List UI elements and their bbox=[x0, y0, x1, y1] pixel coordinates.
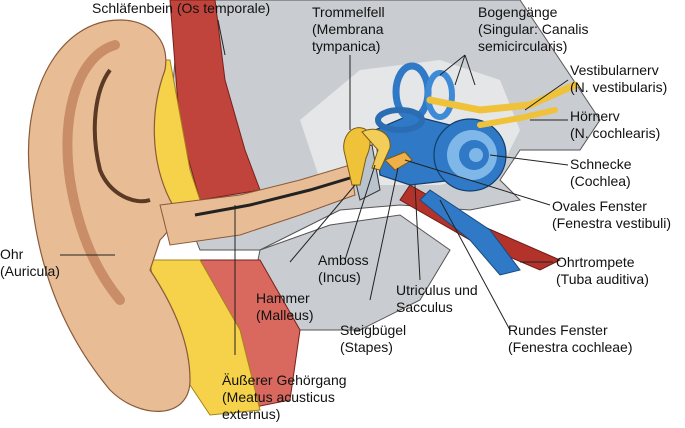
semicircular-canal-2 bbox=[425, 70, 455, 120]
label-line: (Fenestra cochleae) bbox=[508, 339, 633, 355]
label-line: Schläfenbein (Os temporale) bbox=[92, 0, 271, 16]
label-utriculus: Utriculus und Sacculus bbox=[396, 282, 478, 316]
label-trommelfell: Trommelfell (Membrana tympanica) bbox=[312, 4, 385, 55]
label-line: Schnecke bbox=[570, 156, 632, 172]
label-line: tympanica) bbox=[312, 38, 381, 54]
label-line: (Malleus) bbox=[256, 307, 314, 323]
label-ohrtrompete: Ohrtrompete (Tuba auditiva) bbox=[556, 254, 649, 288]
malleus bbox=[343, 127, 371, 186]
label-bogengaenge: Bogengänge (Singular: Canalis semicircul… bbox=[478, 4, 589, 55]
label-line: (Cochlea) bbox=[570, 173, 631, 189]
label-line: Ohr bbox=[0, 246, 24, 262]
stapes bbox=[384, 151, 413, 171]
leader-lines bbox=[60, 19, 569, 355]
label-ohr: Ohr (Auricula) bbox=[0, 246, 60, 280]
label-line: Hammer bbox=[256, 290, 310, 306]
label-gehoergang: Äußerer Gehörgang (Meatus acusticus exte… bbox=[222, 372, 347, 423]
label-line: Hörnerv bbox=[570, 108, 620, 124]
label-line: Ohrtrompete bbox=[556, 254, 635, 270]
auricle-concha bbox=[92, 68, 151, 204]
label-line: (Stapes) bbox=[340, 339, 393, 355]
ear-canal-shadow bbox=[194, 176, 351, 217]
label-line: Äußerer Gehörgang bbox=[222, 372, 347, 388]
label-line: (Incus) bbox=[318, 269, 361, 285]
semicircular-canal-3 bbox=[375, 107, 425, 133]
label-amboss: Amboss (Incus) bbox=[318, 252, 369, 286]
label-hoernerv: Hörnerv (N. cochlearis) bbox=[570, 108, 660, 142]
auricle-fold bbox=[62, 40, 125, 305]
label-line: (Fenestra vestibuli) bbox=[552, 215, 672, 231]
label-line: (N. cochlearis) bbox=[570, 125, 661, 141]
label-schlaefenbein: Schläfenbein (Os temporale) bbox=[92, 0, 270, 17]
label-vestibularnerv: Vestibularnerv (N. vestibularis) bbox=[570, 62, 667, 96]
label-line: (Membrana bbox=[312, 21, 384, 37]
cochlea-turn-3 bbox=[469, 148, 483, 162]
label-line: (Meatus acusticus bbox=[222, 389, 335, 405]
label-line: Trommelfell bbox=[312, 4, 385, 20]
label-rundes-fenster: Rundes Fenster (Fenestra cochleae) bbox=[508, 322, 633, 356]
label-line: Bogengänge bbox=[478, 4, 558, 20]
vestibular-nerve bbox=[426, 81, 579, 114]
label-line: (Auricula) bbox=[0, 263, 60, 279]
label-steigbuegel: Steigbügel (Stapes) bbox=[340, 322, 406, 356]
label-line: externus) bbox=[222, 406, 281, 422]
label-line: (N. vestibularis) bbox=[570, 79, 668, 95]
label-line: Sacculus bbox=[396, 299, 453, 315]
label-line: Ovales Fenster bbox=[552, 198, 647, 214]
label-line: (Singular: Canalis bbox=[478, 21, 589, 37]
label-line: Rundes Fenster bbox=[508, 322, 608, 338]
incus bbox=[361, 128, 391, 171]
ear-canal bbox=[159, 164, 356, 246]
blood-vessel-blue bbox=[419, 189, 521, 276]
label-line: Vestibularnerv bbox=[570, 62, 659, 78]
label-line: Amboss bbox=[318, 252, 369, 268]
label-hammer: Hammer (Malleus) bbox=[256, 290, 314, 324]
label-line: Steigbügel bbox=[340, 322, 407, 338]
label-ovales-fenster: Ovales Fenster (Fenestra vestibuli) bbox=[552, 198, 671, 232]
cochlear-nerve bbox=[477, 107, 558, 128]
label-line: (Tuba auditiva) bbox=[556, 271, 649, 287]
label-line: semicircularis) bbox=[478, 38, 568, 54]
label-line: Utriculus und bbox=[396, 282, 478, 298]
label-schnecke: Schnecke (Cochlea) bbox=[570, 156, 631, 190]
